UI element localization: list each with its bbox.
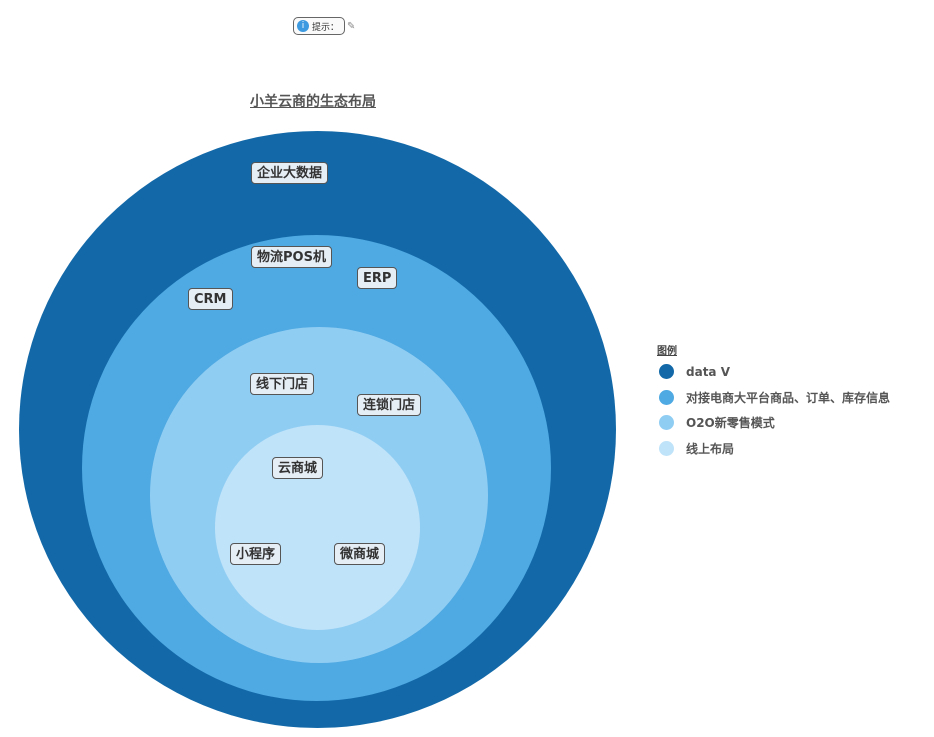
legend-label: 对接电商大平台商品、订单、库存信息 [686,391,891,405]
legend-label: data V [686,364,730,379]
info-icon: i [297,20,309,32]
node-chain-store[interactable]: 连锁门店 [357,394,422,416]
hint-label: 提示： [312,22,340,33]
node-wechat-mall[interactable]: 微商城 [334,543,386,565]
legend-dot-icon [659,364,674,379]
legend-dot-icon [659,441,674,456]
legend-label: O2O新零售模式 [686,416,775,430]
legend-dot-icon [659,390,674,405]
diagram-title: 小羊云商的生态布局 [250,94,376,110]
edit-icon[interactable]: ✎ [347,21,356,32]
node-enterprise-bigdata[interactable]: 企业大数据 [251,162,329,184]
node-logistics-pos[interactable]: 物流POS机 [251,246,332,268]
ring-online [215,425,420,630]
node-crm[interactable]: CRM [188,288,233,310]
node-cloud-mall[interactable]: 云商城 [272,457,324,479]
node-erp[interactable]: ERP [357,267,398,289]
legend-item: 线上布局 [659,440,734,457]
legend-title: 图例 [657,346,677,357]
hint-button[interactable]: i 提示： [293,17,346,35]
node-mini-program[interactable]: 小程序 [230,543,282,565]
legend-dot-icon [659,415,674,430]
legend-label: 线上布局 [686,442,735,456]
legend-item: data V [659,364,730,379]
node-offline-store[interactable]: 线下门店 [250,373,315,395]
legend-item: O2O新零售模式 [659,414,775,431]
legend-item: 对接电商大平台商品、订单、库存信息 [659,389,890,406]
